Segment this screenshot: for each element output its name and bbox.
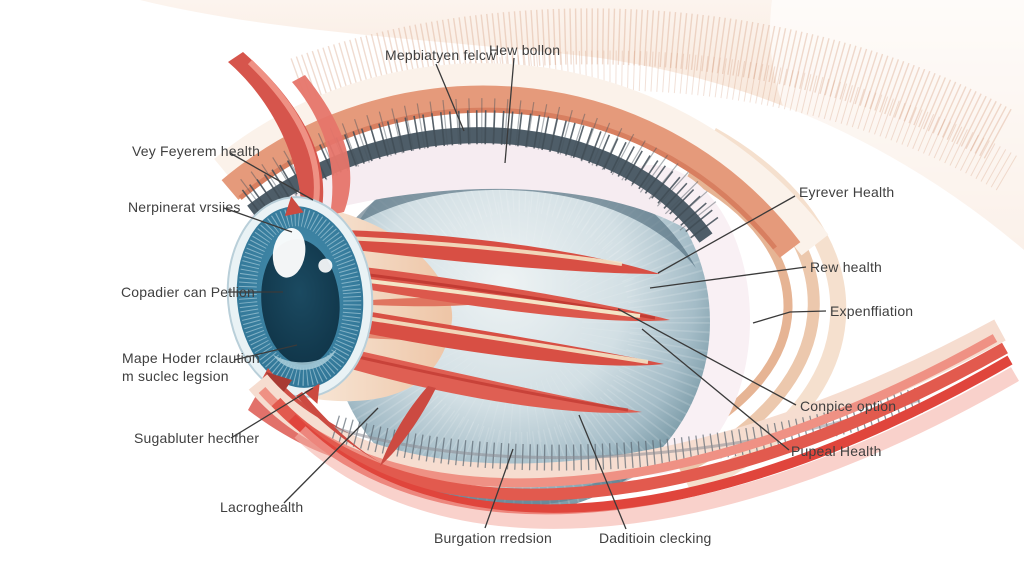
label-pupeal-health: Pupeal Health (791, 443, 882, 459)
label-nerpinerat-vrsiies: Nerpinerat vrsiies (128, 199, 241, 215)
label-copadier-can-petlion: Copadier can Petlion (121, 284, 255, 300)
label-line-2: m suclec legsion (122, 368, 229, 384)
superior-muscle-band (228, 52, 351, 215)
leader-lines (223, 57, 827, 530)
brow-skin (140, 0, 1024, 260)
label-mape-hoder-rclaution: Mape Hoder rclaution m suclec legsion (122, 349, 260, 385)
label-lacroghealth: Lacroghealth (220, 499, 304, 515)
lower-eyelid (248, 319, 1020, 529)
label-conpice-option: Conpice option (800, 398, 897, 414)
label-burgation-rredsion: Burgation rredsion (434, 530, 552, 546)
label-hew-bollon: Hew bollon (489, 42, 561, 58)
label-mepbiatyen-felcw: Mepbiatyen felcw (385, 47, 497, 63)
cornea-highlight (272, 227, 306, 278)
label-daditioin-clecking: Daditioin clecking (599, 530, 712, 546)
label-rew-health: Rew health (810, 259, 883, 275)
label-vey-feyerem-health: Vey Feyerem health (132, 143, 261, 159)
label-expenffiation: Expenffiation (830, 303, 914, 319)
label-eyrever-health: Eyrever Health (799, 184, 895, 200)
label-sugabluter-heclther: Sugabluter heclther (134, 430, 260, 446)
iris-disc (226, 196, 374, 404)
label-line-1: Mape Hoder rclaution (122, 350, 260, 366)
